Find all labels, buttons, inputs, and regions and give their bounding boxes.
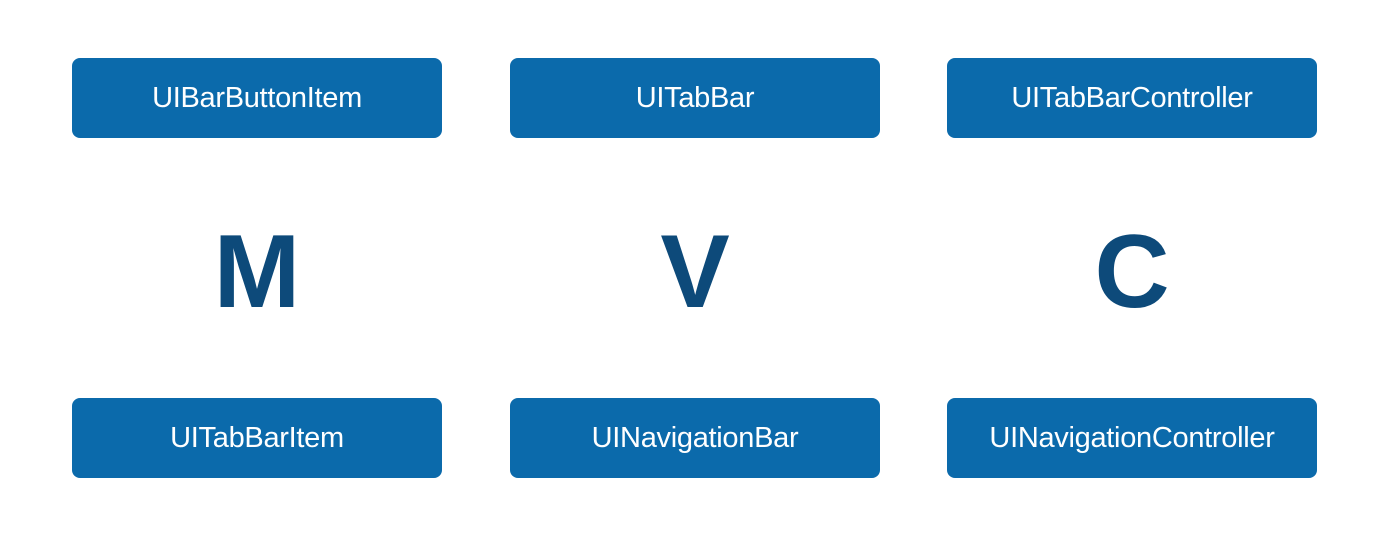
model-bottom-label: UITabBarItem [170, 421, 344, 454]
model-letter: M [213, 214, 301, 330]
model-top-box: UIBarButtonItem [72, 58, 442, 138]
view-top-box: UITabBar [510, 58, 880, 138]
model-bottom-box: UITabBarItem [72, 398, 442, 478]
view-bottom-label: UINavigationBar [591, 421, 799, 454]
controller-bottom-box: UINavigationController [947, 398, 1317, 478]
model-top-label: UIBarButtonItem [152, 81, 362, 114]
controller-bottom-label: UINavigationController [989, 421, 1275, 454]
controller-letter: C [1094, 214, 1170, 330]
controller-top-label: UITabBarController [1011, 81, 1253, 114]
view-top-label: UITabBar [635, 81, 755, 114]
view-letter: V [660, 214, 730, 330]
controller-top-box: UITabBarController [947, 58, 1317, 138]
view-bottom-box: UINavigationBar [510, 398, 880, 478]
